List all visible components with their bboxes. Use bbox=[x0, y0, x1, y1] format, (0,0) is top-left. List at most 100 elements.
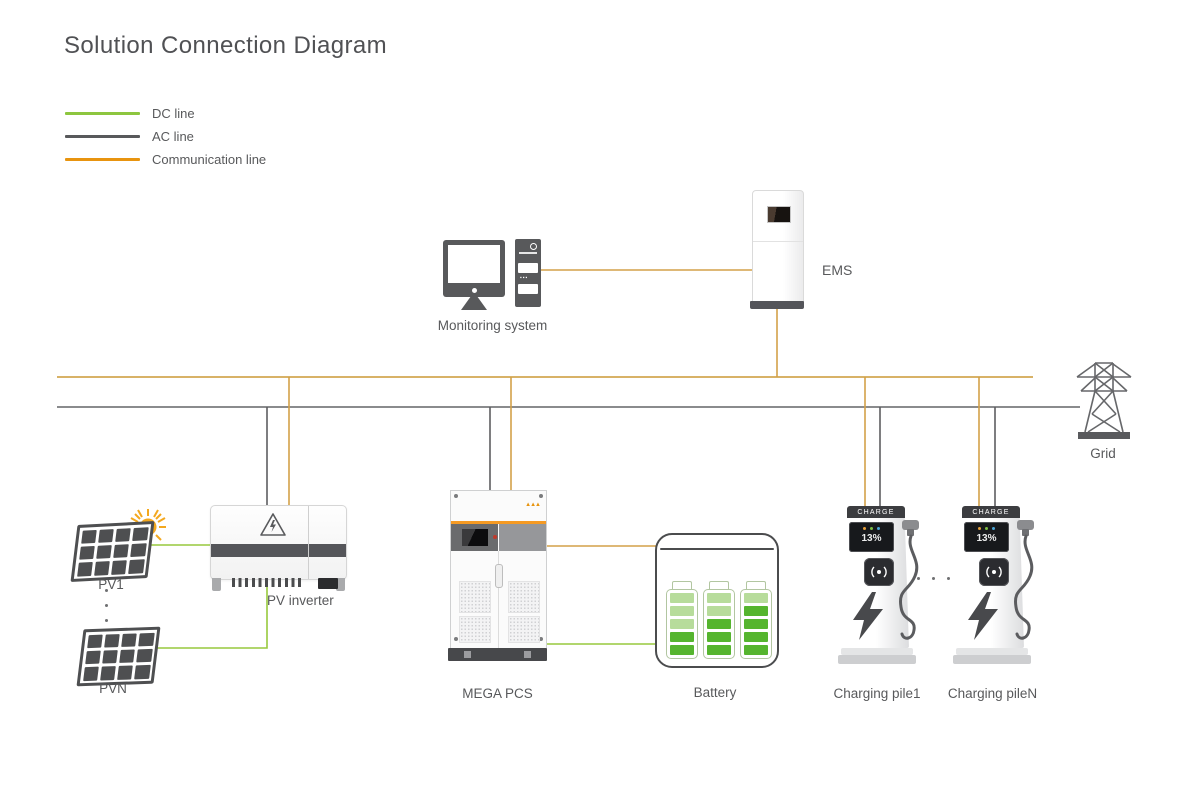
charging-pileN-label: Charging pileN bbox=[947, 686, 1038, 701]
pv-cell bbox=[120, 632, 138, 648]
pv-cell bbox=[82, 666, 99, 681]
legend-label: AC line bbox=[152, 128, 194, 144]
pv-cell bbox=[136, 648, 153, 663]
inverter-band bbox=[211, 544, 346, 557]
communication-line-swatch bbox=[65, 157, 140, 161]
tower-slit bbox=[519, 252, 537, 254]
ellipsis-dot bbox=[932, 577, 935, 580]
grid-tower-icon bbox=[1076, 362, 1132, 439]
charging-pile-1: CHARGE 13% bbox=[838, 506, 919, 666]
computer-tower-icon: ▪▪▪ bbox=[515, 239, 541, 307]
pile-screen: 13% bbox=[849, 522, 894, 552]
warning-icon bbox=[260, 513, 286, 536]
pcs-vent bbox=[508, 616, 540, 643]
pv1-panel-grid bbox=[70, 520, 155, 583]
charge-percentage: 13% bbox=[976, 533, 997, 544]
inverter-connectors bbox=[232, 578, 304, 587]
pv-cell bbox=[93, 560, 111, 576]
pile-base bbox=[838, 655, 916, 664]
screw-icon bbox=[454, 637, 458, 641]
battery-bar bbox=[707, 645, 731, 655]
battery-cell bbox=[740, 581, 772, 659]
battery-container bbox=[655, 533, 779, 668]
pcs-vent bbox=[459, 616, 491, 643]
pv-inverter-device bbox=[210, 505, 347, 580]
pcs-panel-right bbox=[499, 524, 546, 551]
grid-label: Grid bbox=[1090, 446, 1116, 461]
pile-header: CHARGE bbox=[962, 506, 1020, 518]
legend-item-dc: DC line bbox=[65, 106, 195, 121]
pv-cell bbox=[101, 649, 119, 664]
pile-base bbox=[841, 648, 913, 655]
pv-cell bbox=[86, 634, 103, 649]
charge-percентage: 13% bbox=[861, 533, 882, 544]
inverter-foot bbox=[336, 578, 345, 591]
mega-pcs-label: MEGA PCS bbox=[462, 686, 533, 701]
pv-cell bbox=[103, 633, 121, 648]
legend-label: Communication line bbox=[152, 151, 267, 167]
pvn-inverter-dc-line bbox=[152, 586, 268, 649]
mega-pcs-cabinet: ▲▲▲ bbox=[450, 490, 547, 650]
ems-display bbox=[767, 206, 791, 223]
inverter-ac-connector bbox=[318, 578, 338, 589]
power-icon bbox=[530, 243, 537, 250]
monitor-screen bbox=[448, 245, 500, 283]
pcs-base-notch bbox=[524, 651, 531, 658]
legend-item-comm: Communication line bbox=[65, 151, 267, 167]
pcs-base bbox=[448, 648, 547, 661]
pv-cell bbox=[134, 664, 151, 679]
battery-cell-body bbox=[740, 589, 772, 659]
pcs-orange-stripe bbox=[451, 521, 546, 524]
status-leds bbox=[849, 526, 894, 530]
battery-bar bbox=[670, 619, 694, 629]
battery-bar bbox=[670, 632, 694, 642]
battery-bar bbox=[670, 606, 694, 616]
battery-cells bbox=[666, 581, 772, 659]
charging-pile1-label: Charging pile1 bbox=[833, 686, 921, 701]
charging-cable bbox=[898, 520, 919, 640]
ellipsis-dot bbox=[917, 577, 920, 580]
pcs-door-handle bbox=[495, 564, 503, 588]
inverter-foot bbox=[212, 578, 221, 591]
screw-icon bbox=[454, 494, 458, 498]
battery-cell-cap bbox=[709, 581, 729, 589]
ellipsis-dot bbox=[105, 589, 108, 592]
pv1-label: PV1 bbox=[98, 577, 124, 592]
tower-slot bbox=[518, 263, 538, 273]
pvn-panel-grid bbox=[76, 626, 161, 687]
pv-cell bbox=[118, 649, 136, 664]
pv-cell bbox=[112, 543, 130, 559]
lightning-bolt-icon bbox=[966, 592, 1000, 645]
pv-cell bbox=[130, 542, 147, 558]
pcs-logo: ▲▲▲ bbox=[525, 502, 541, 508]
battery-bar bbox=[670, 593, 694, 603]
battery-lid bbox=[660, 548, 774, 550]
pv-cell bbox=[132, 526, 149, 542]
pv-cell bbox=[84, 650, 101, 665]
pv-cell bbox=[116, 665, 134, 680]
status-leds bbox=[964, 526, 1009, 530]
battery-bar bbox=[670, 645, 694, 655]
pcs-vent bbox=[459, 581, 491, 613]
nfc-icon bbox=[864, 558, 894, 586]
grid-base bbox=[1078, 432, 1130, 439]
battery-bar bbox=[744, 645, 768, 655]
tower-slot bbox=[518, 284, 538, 294]
pv-cell bbox=[114, 527, 132, 543]
battery-bar bbox=[707, 593, 731, 603]
pv-inverter-label: PV inverter bbox=[267, 593, 334, 608]
battery-cell-body bbox=[703, 589, 735, 659]
pcs-vent bbox=[508, 581, 540, 613]
pcs-display bbox=[462, 529, 488, 546]
pcs-door-seam bbox=[498, 551, 499, 649]
battery-bar bbox=[744, 593, 768, 603]
nfc-icon bbox=[979, 558, 1009, 586]
battery-bar bbox=[744, 619, 768, 629]
ellipsis-dot bbox=[105, 604, 108, 607]
lightning-bolt-icon bbox=[851, 592, 885, 645]
tower-leds: ▪▪▪ bbox=[520, 275, 529, 281]
battery-bar bbox=[744, 606, 768, 616]
pvn-label: PVN bbox=[99, 681, 127, 696]
legend-item-ac: AC line bbox=[65, 128, 194, 144]
